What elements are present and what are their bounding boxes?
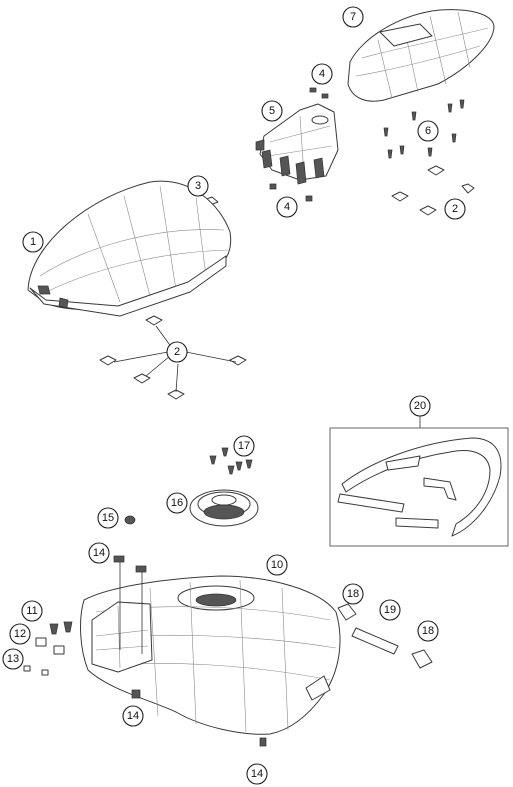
callout-3: 3 <box>187 175 209 197</box>
svg-text:2: 2 <box>174 346 180 358</box>
screw-set-17 <box>209 447 253 475</box>
svg-text:2: 2 <box>452 203 458 215</box>
clip-nuts-lower <box>99 315 247 400</box>
svg-text:5: 5 <box>269 105 275 117</box>
svg-text:6: 6 <box>425 125 431 137</box>
svg-text:10: 10 <box>271 559 283 571</box>
fuel-cap-part <box>189 489 259 527</box>
pillion-seat-part <box>347 9 495 102</box>
callout-15: 15 <box>97 507 119 529</box>
svg-text:1: 1 <box>30 236 36 248</box>
svg-text:16: 16 <box>171 497 183 509</box>
grommet-part-15 <box>124 515 136 525</box>
callout-6: 6 <box>417 120 439 142</box>
callout-16: 16 <box>166 492 188 514</box>
rear-rack-assembly <box>329 416 509 547</box>
callout-5: 5 <box>261 100 283 122</box>
callout-17: 17 <box>233 435 255 457</box>
fuel-tank-part <box>80 575 341 735</box>
drain-hose-parts-18-19 <box>337 603 433 669</box>
svg-text:19: 19 <box>384 604 396 616</box>
svg-text:3: 3 <box>195 180 201 192</box>
callout-7: 7 <box>342 6 364 28</box>
svg-text:4: 4 <box>319 68 325 80</box>
hose-clips-14 <box>113 555 267 747</box>
callout-14-bottom: 14 <box>246 763 268 785</box>
svg-text:7: 7 <box>350 11 356 23</box>
callout-2-upper: 2 <box>444 198 466 220</box>
callout-14-middle: 14 <box>122 705 144 727</box>
callout-12: 12 <box>9 623 31 645</box>
callout-20: 20 <box>409 395 431 417</box>
screw-set-6 <box>383 99 465 159</box>
svg-text:12: 12 <box>14 628 26 640</box>
callout-18-left: 18 <box>342 583 364 605</box>
rider-seat-part <box>27 180 232 317</box>
svg-text:18: 18 <box>347 588 359 600</box>
callout-18-right: 18 <box>417 620 439 642</box>
svg-text:18: 18 <box>422 625 434 637</box>
svg-text:11: 11 <box>26 605 37 617</box>
small-fasteners-11-13 <box>23 621 73 676</box>
svg-text:13: 13 <box>7 653 19 665</box>
svg-text:14: 14 <box>127 710 139 722</box>
svg-text:17: 17 <box>238 440 250 452</box>
callout-10: 10 <box>266 554 288 576</box>
callout-1: 1 <box>22 231 44 253</box>
svg-text:4: 4 <box>284 201 290 213</box>
callout-11: 11 <box>21 600 43 622</box>
callout-4-top: 4 <box>311 63 333 85</box>
svg-text:14: 14 <box>251 768 263 780</box>
clip-nuts-upper <box>391 165 475 216</box>
seat-bracket-part <box>255 103 339 185</box>
callout-2-lower: 2 <box>166 341 188 363</box>
callout-4-lower: 4 <box>276 196 298 218</box>
callout-13: 13 <box>2 648 24 670</box>
callout-14-upper: 14 <box>88 542 110 564</box>
screw-fasteners-4 <box>269 87 329 202</box>
svg-text:15: 15 <box>102 512 114 524</box>
callout-19: 19 <box>379 599 401 621</box>
svg-text:20: 20 <box>414 400 426 412</box>
svg-text:14: 14 <box>93 547 105 559</box>
